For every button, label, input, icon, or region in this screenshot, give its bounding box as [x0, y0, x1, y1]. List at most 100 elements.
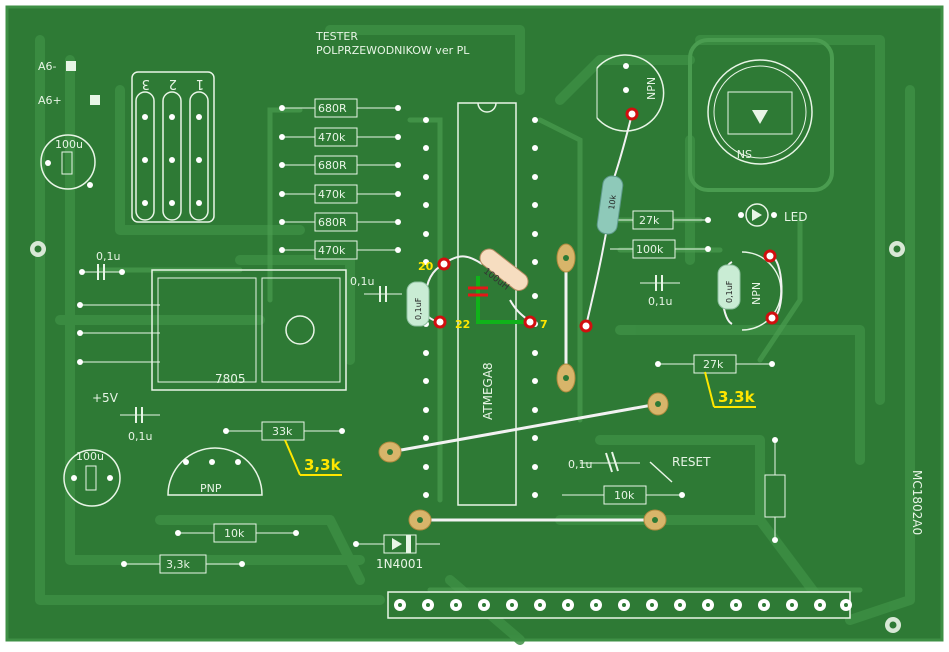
green-wire: [476, 276, 530, 324]
pad-20-label: 20: [418, 260, 434, 273]
jumper-wires: [389, 258, 659, 522]
svg-text:0,1u: 0,1u: [648, 295, 672, 308]
regulator-7805: 7805: [77, 269, 347, 391]
svg-text:0,1u: 0,1u: [96, 250, 120, 263]
svg-text:27k: 27k: [703, 358, 724, 371]
resistor-680r-3: 680R: [279, 212, 401, 232]
svg-text:100u: 100u: [55, 138, 83, 151]
svg-text:680R: 680R: [318, 159, 347, 172]
svg-text:PNP: PNP: [200, 482, 222, 495]
socket-label-3: 3: [142, 76, 150, 91]
ic-atmega8: ATMEGA8: [457, 102, 517, 506]
transistor-pnp: PNP: [167, 447, 263, 496]
svg-text:470k: 470k: [318, 244, 346, 257]
svg-text:10k: 10k: [224, 527, 245, 540]
svg-text:0,1uF: 0,1uF: [414, 297, 423, 320]
red-marker: [468, 286, 488, 297]
svg-text:0,1uF: 0,1uF: [725, 280, 734, 303]
socket-label-1: 1: [196, 76, 204, 91]
annotation-3-3k-left: 3,3k: [284, 439, 342, 476]
added-capacitor-right: 0,1uF: [717, 264, 741, 310]
socket-label-2: 2: [169, 76, 177, 91]
reset-switch: [649, 461, 673, 483]
svg-text:3,3k: 3,3k: [718, 388, 756, 406]
capacitor-01u-reset: 0,1u: [568, 451, 640, 473]
svg-text:0,1u: 0,1u: [350, 275, 374, 288]
resistor-470k-2: 470k: [279, 184, 401, 204]
battery-plus-label: A6+: [38, 94, 62, 107]
board-title-line2: POLPRZEWODNIKOW ver PL: [316, 44, 470, 57]
svg-text:680R: 680R: [318, 102, 347, 115]
added-capacitor-left: 0,1uF: [406, 281, 430, 327]
resistor-10k-reset: 10k: [562, 485, 685, 505]
capacitor-01u-mid: 0,1u: [350, 275, 402, 302]
bottom-header: [387, 591, 852, 619]
resistor-33k: 33k: [223, 421, 345, 441]
svg-text:33k: 33k: [272, 425, 293, 438]
sn-module: SN: [688, 38, 834, 192]
svg-text:0,1u: 0,1u: [128, 430, 152, 443]
svg-text:100k: 100k: [636, 243, 664, 256]
pad-npn-top: [625, 107, 639, 121]
regulator-label: 7805: [215, 372, 246, 386]
svg-text:3,3k: 3,3k: [304, 456, 342, 474]
led: LED: [738, 203, 808, 227]
pad-22-label: 22: [455, 318, 470, 331]
resistor-680r-1: 680R: [279, 98, 401, 118]
svg-text:NPN: NPN: [645, 77, 658, 100]
capacitor-01u-lower: 0,1u: [120, 407, 160, 443]
resistor-470k-1: 470k: [279, 127, 401, 147]
svg-text:SN: SN: [737, 147, 752, 160]
pad-mid-right: [579, 319, 593, 333]
jumper-wire-diagonal: [389, 402, 659, 454]
pad-npn-right-top: [763, 249, 777, 263]
resistor-27k: 27k: [610, 210, 711, 230]
pad-7-label: 7: [540, 318, 548, 331]
pad-7: [523, 315, 537, 329]
ic-label: ATMEGA8: [481, 362, 495, 420]
resistor-27k-b: 27k: [655, 354, 775, 374]
svg-text:10k: 10k: [614, 489, 635, 502]
capacitor-01u-left: 0,1u: [79, 250, 125, 280]
svg-text:3,3k: 3,3k: [166, 558, 190, 571]
board-border: [5, 5, 944, 642]
led-label: LED: [784, 210, 808, 224]
resistor-3-3k-bottom: 3,3k: [121, 554, 245, 574]
svg-text:470k: 470k: [318, 131, 346, 144]
board-title-line1: TESTER: [315, 30, 358, 43]
pad-22: [433, 315, 447, 329]
svg-text:0,1u: 0,1u: [568, 458, 592, 471]
capacitor-100u-top: 100u: [40, 134, 96, 190]
resistor-bank: 680R 470k 680R 470k 680R: [279, 98, 401, 260]
side-label: MC1802A0: [910, 470, 924, 535]
added-resistor-10k: 10k: [596, 175, 624, 235]
battery-minus-pad: [66, 61, 76, 71]
pad-20: [437, 257, 451, 271]
svg-text:680R: 680R: [318, 216, 347, 229]
svg-text:470k: 470k: [318, 188, 346, 201]
diode-label: 1N4001: [376, 557, 423, 571]
svg-text:NPN: NPN: [750, 282, 763, 305]
diode-1n4001: 1N4001: [353, 534, 440, 571]
resistor-680r-2: 680R: [279, 155, 401, 175]
battery-minus-label: A6-: [38, 60, 57, 73]
svg-text:100u: 100u: [76, 450, 104, 463]
transistor-npn-top: NPN: [596, 54, 665, 132]
svg-text:27k: 27k: [639, 214, 660, 227]
resistor-100k: 100k: [610, 239, 711, 259]
test-sockets: 3 2 1: [131, 71, 215, 223]
supply-label: +5V: [92, 391, 119, 405]
right-vertical-component: [764, 437, 786, 543]
mounting-holes: [30, 241, 905, 633]
annotation-3-3k-right: 3,3k: [704, 371, 756, 408]
pad-npn-right-bottom: [765, 311, 779, 325]
capacitor-100u-bottom: 100u: [63, 449, 121, 507]
svg-text:10k: 10k: [607, 194, 618, 210]
battery-plus-pad: [90, 95, 100, 105]
resistor-470k-3: 470k: [279, 240, 401, 260]
capacitor-01u-right: 0,1u: [640, 275, 680, 308]
reset-label: RESET: [672, 455, 711, 469]
added-pads: [433, 107, 779, 333]
resistor-10k-bottom: 10k: [175, 523, 299, 543]
